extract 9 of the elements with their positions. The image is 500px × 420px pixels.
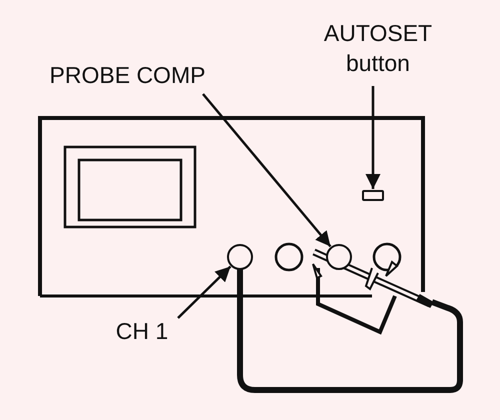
arrow xyxy=(202,93,332,248)
callout-label: AUTOSET button xyxy=(318,18,438,78)
arrow xyxy=(177,266,232,319)
callout-label: PROBE COMP xyxy=(40,60,215,90)
arrow xyxy=(366,86,380,189)
autoset-button xyxy=(362,190,384,201)
callout-label: CH 1 xyxy=(106,316,178,346)
input-connector xyxy=(227,244,253,270)
probe-comp-terminal xyxy=(326,244,352,270)
